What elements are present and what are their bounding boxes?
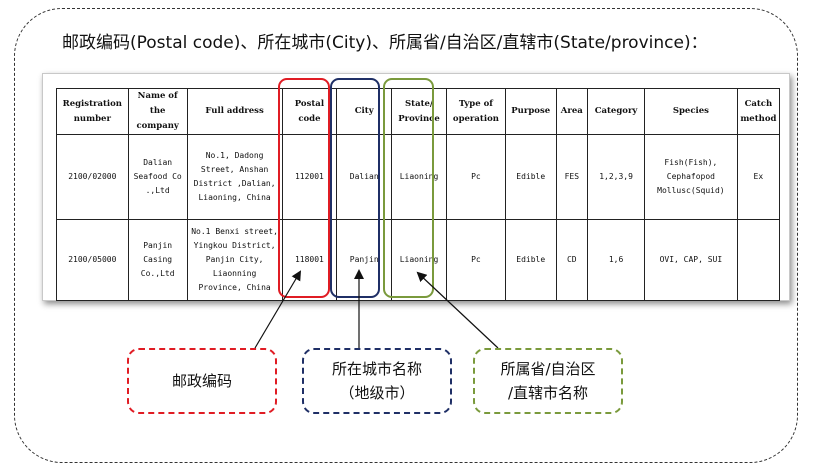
cell-company-name: Dalian Seafood Co .,Ltd — [127, 134, 188, 220]
cell-company-name: Panjin Casing Co.,Ltd — [127, 219, 188, 301]
cell-registration-number: 2100/02000 — [56, 134, 129, 220]
header-full-address: Full address — [186, 88, 283, 135]
postal-code-callout: 邮政编码 — [127, 348, 277, 414]
header-company-name: Name of the company — [127, 88, 188, 135]
outer-dashed-frame — [14, 8, 798, 463]
cell-state-province: Liaoning — [391, 219, 447, 301]
city-callout-line2: （地级市） — [339, 384, 415, 402]
postal-code-callout-label: 邮政编码 — [171, 372, 232, 390]
table-row: 2100/02000 Dalian Seafood Co .,Ltd No.1,… — [56, 134, 781, 220]
table-header-row: Registration number Name of the company … — [56, 88, 781, 135]
province-callout-line2: /直辖市名称 — [507, 384, 589, 402]
cell-catch-method: Ex — [736, 134, 781, 220]
cell-city: Panjin — [336, 219, 393, 301]
page-title: 邮政编码(Postal code)、所在城市(City)、所属省/自治区/直辖市… — [62, 33, 708, 53]
cell-purpose: Edible — [504, 219, 557, 301]
registration-table-image: Registration number Name of the company … — [42, 73, 790, 301]
cell-city: Dalian — [336, 134, 393, 220]
header-city: City — [336, 88, 393, 135]
city-callout: 所在城市名称 （地级市） — [302, 348, 452, 414]
cell-full-address: No.1 Benxi street, Yingkou District, Pan… — [186, 219, 283, 301]
cell-full-address: No.1, Dadong Street, Anshan District ,Da… — [186, 134, 283, 220]
cell-category: 1,2,3,9 — [587, 134, 646, 220]
cell-area: FES — [555, 134, 589, 220]
province-callout: 所属省/自治区 /直辖市名称 — [473, 348, 623, 414]
header-registration-number: Registration number — [56, 88, 129, 135]
city-callout-line1: 所在城市名称 — [331, 360, 422, 378]
cell-category: 1,6 — [587, 219, 646, 301]
cell-purpose: Edible — [504, 134, 557, 220]
cell-species: Fish(Fish), Cephafopod Mollusc(Squid) — [644, 134, 738, 220]
cell-catch-method — [736, 219, 781, 301]
header-species: Species — [644, 88, 738, 135]
province-callout-line1: 所属省/自治区 — [500, 360, 596, 378]
cell-state-province: Liaoning — [391, 134, 447, 220]
cell-type-of-operation: Pc — [445, 219, 506, 301]
arrow-to-province — [416, 271, 499, 349]
header-catch-method: Catch method — [736, 88, 781, 135]
cell-species: OVI, CAP, SUI — [644, 219, 738, 301]
city-highlight — [330, 78, 380, 298]
cell-registration-number: 2100/05000 — [56, 219, 129, 301]
header-state-province: State/ Province — [391, 88, 447, 135]
province-highlight — [383, 78, 434, 298]
header-purpose: Purpose — [504, 88, 557, 135]
arrow-to-postal-code — [254, 270, 302, 349]
postal-code-highlight — [278, 78, 330, 298]
